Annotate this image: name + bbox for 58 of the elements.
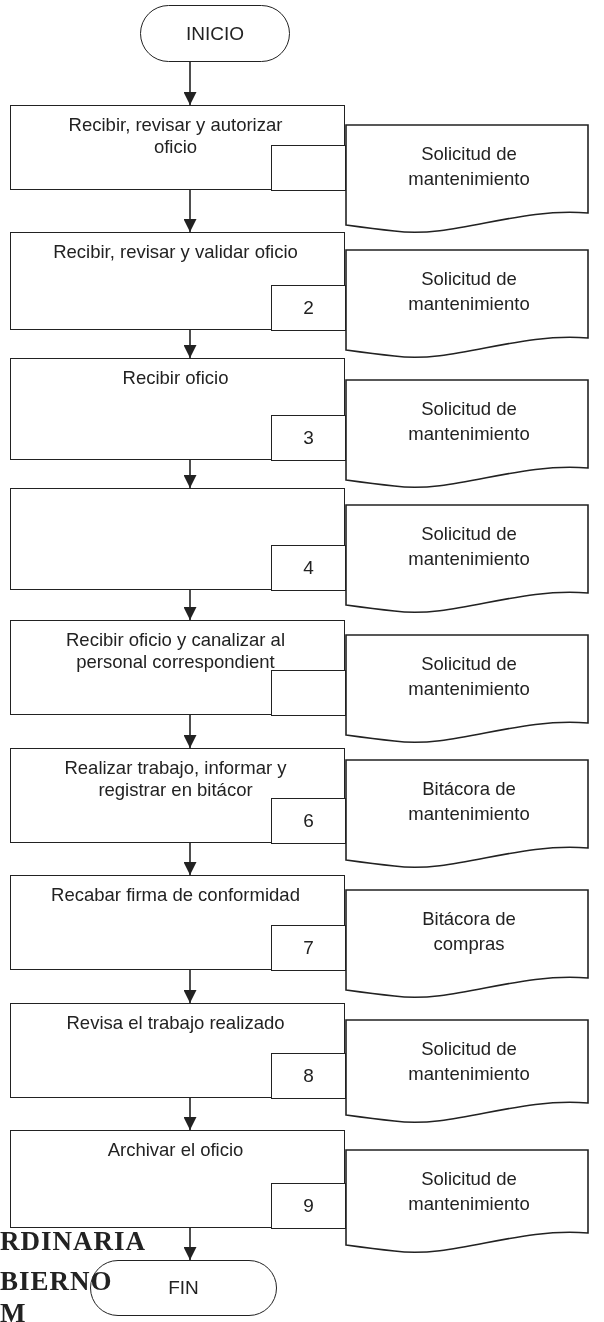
document-label: Solicitud de mantenimiento: [407, 652, 531, 701]
document-shape: [346, 505, 588, 615]
terminal-shape: INICIO: [140, 5, 290, 62]
document-shape: [346, 890, 588, 1000]
arrow: [183, 969, 197, 1004]
process-box: [10, 488, 345, 590]
document-label: Bitácora de mantenimiento: [407, 777, 531, 826]
process-label: Recibir oficio y canalizar al personal correspondient: [65, 629, 286, 673]
process-label: Realizar trabajo, informar y registrar en bitácor: [63, 757, 288, 801]
step-number-box: 9: [271, 1183, 346, 1229]
process-label: Archivar el oficio: [106, 1139, 245, 1161]
document-shape: [346, 125, 588, 235]
stamp-text: BIERNO: [0, 1266, 113, 1296]
step-number-box: 2: [271, 285, 346, 331]
document-label: Solicitud de mantenimiento: [407, 1167, 531, 1216]
process-label: Recabar firma de conformidad: [50, 884, 301, 906]
step-number-box: [271, 145, 346, 191]
process-box: [10, 105, 345, 190]
process-box: [10, 358, 345, 460]
step-number-box: 3: [271, 415, 346, 461]
arrow: [183, 459, 197, 489]
step-number-box: 7: [271, 925, 346, 971]
document-shape: [346, 635, 588, 745]
arrow: [183, 329, 197, 359]
document-shape: [346, 380, 588, 490]
step-number-box: 6: [271, 798, 346, 844]
document-shape: [346, 760, 588, 870]
document-label: Solicitud de mantenimiento: [407, 397, 531, 446]
process-box: [10, 748, 345, 843]
arrow: [183, 1227, 197, 1261]
document-label: Bitácora de compras: [421, 907, 517, 956]
process-box: [10, 875, 345, 970]
document-shape: [346, 250, 588, 360]
step-number-box: [271, 670, 346, 716]
arrow: [183, 1097, 197, 1131]
stamp-text: M: [0, 1298, 27, 1322]
process-label: Recibir, revisar y autorizar oficio: [67, 114, 284, 158]
document-label: Solicitud de mantenimiento: [407, 522, 531, 571]
document-label: Solicitud de mantenimiento: [407, 267, 531, 316]
stamp-text: RDINARIA: [0, 1226, 146, 1256]
document-label: Solicitud de mantenimiento: [407, 1037, 531, 1086]
step-number-box: 4: [271, 545, 346, 591]
arrow: [183, 714, 197, 749]
process-box: [10, 1130, 345, 1228]
process-box: [10, 1003, 345, 1098]
document-shape: [346, 1020, 588, 1125]
process-label: Revisa el trabajo realizado: [65, 1012, 286, 1034]
process-box: [10, 232, 345, 330]
document-label: Solicitud de mantenimiento: [407, 142, 531, 191]
process-label: Recibir, revisar y validar oficio: [52, 241, 299, 263]
process-label: Recibir oficio: [121, 367, 230, 389]
arrow: [183, 189, 197, 233]
process-box: [10, 620, 345, 715]
arrow: [183, 842, 197, 876]
document-shape: [346, 1150, 588, 1255]
arrow: [183, 61, 197, 106]
step-number-box: 8: [271, 1053, 346, 1099]
arrow: [183, 589, 197, 621]
